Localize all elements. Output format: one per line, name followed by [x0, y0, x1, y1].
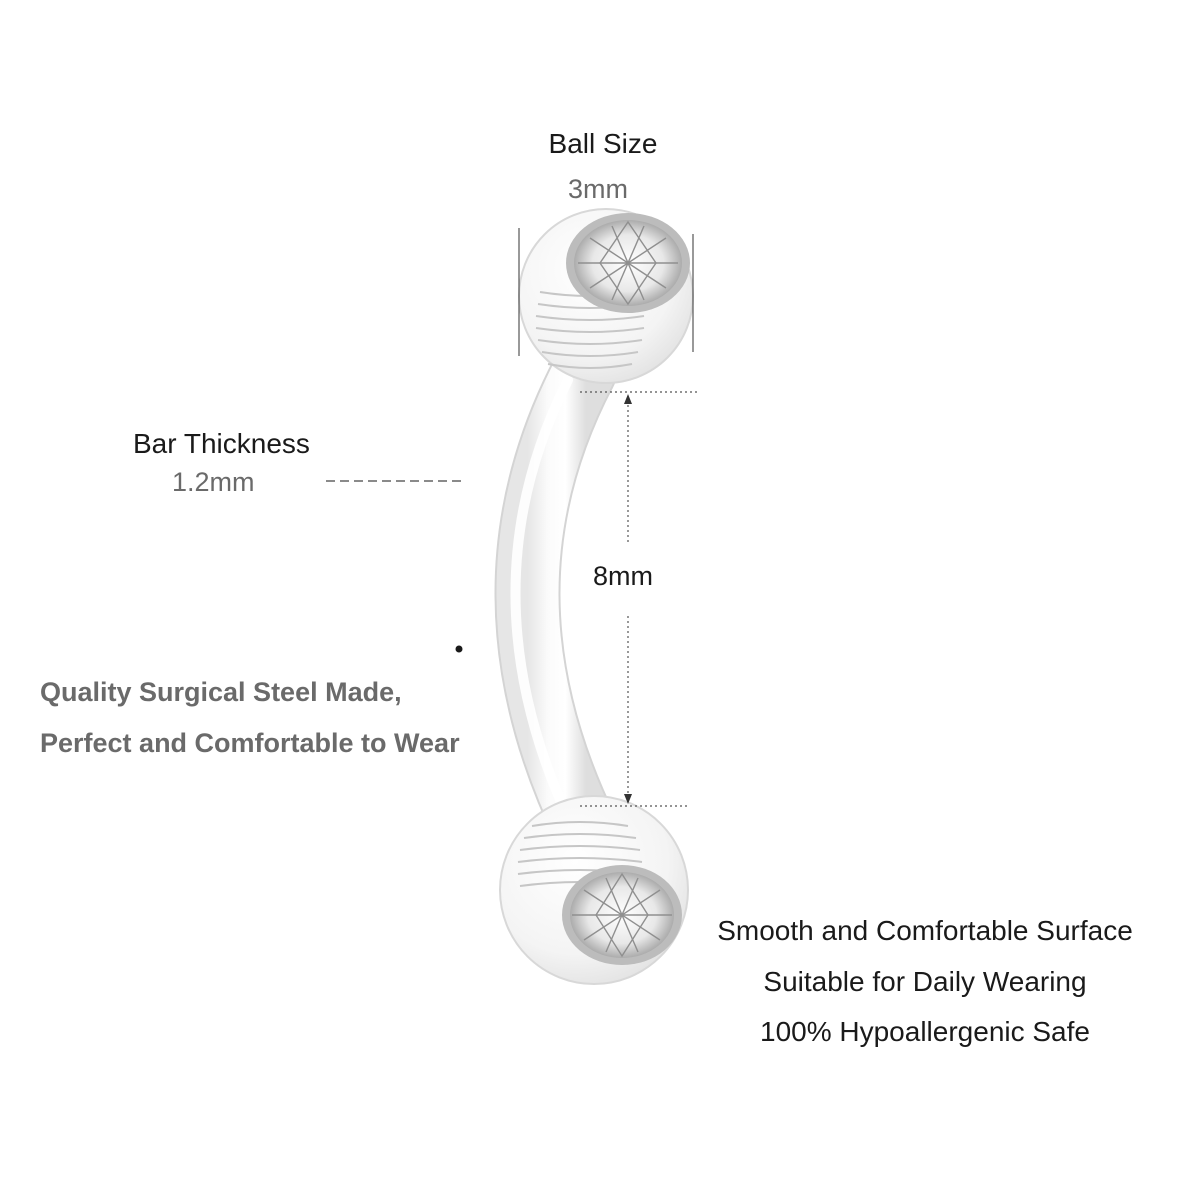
material-line-1: Quality Surgical Steel Made,: [40, 677, 402, 707]
bar-thickness-label: Bar Thickness: [133, 428, 310, 459]
curved-bar-body: [496, 341, 617, 861]
material-line-2: Perfect and Comfortable to Wear: [40, 728, 460, 758]
bar-length-value: 8mm: [593, 561, 653, 591]
feature-line-1: Smooth and Comfortable Surface: [717, 915, 1133, 946]
bottom-ball: [499, 795, 689, 985]
bottom-gem-facets: [572, 872, 672, 958]
feature-line-3: 100% Hypoallergenic Safe: [760, 1016, 1090, 1047]
length-arrow-top: [624, 394, 632, 404]
feature-line-2: Suitable for Daily Wearing: [763, 966, 1087, 997]
bar-thickness-value: 1.2mm: [172, 467, 255, 497]
material-marker-dot: [455, 645, 463, 653]
top-thread: [535, 291, 645, 369]
top-ball: [518, 208, 694, 384]
top-gem-facets: [578, 220, 678, 306]
curved-bar-highlight: [510, 375, 575, 827]
ball-size-value: 3mm: [568, 174, 628, 204]
length-arrow-bottom: [624, 794, 632, 804]
ball-size-label: Ball Size: [548, 128, 658, 159]
